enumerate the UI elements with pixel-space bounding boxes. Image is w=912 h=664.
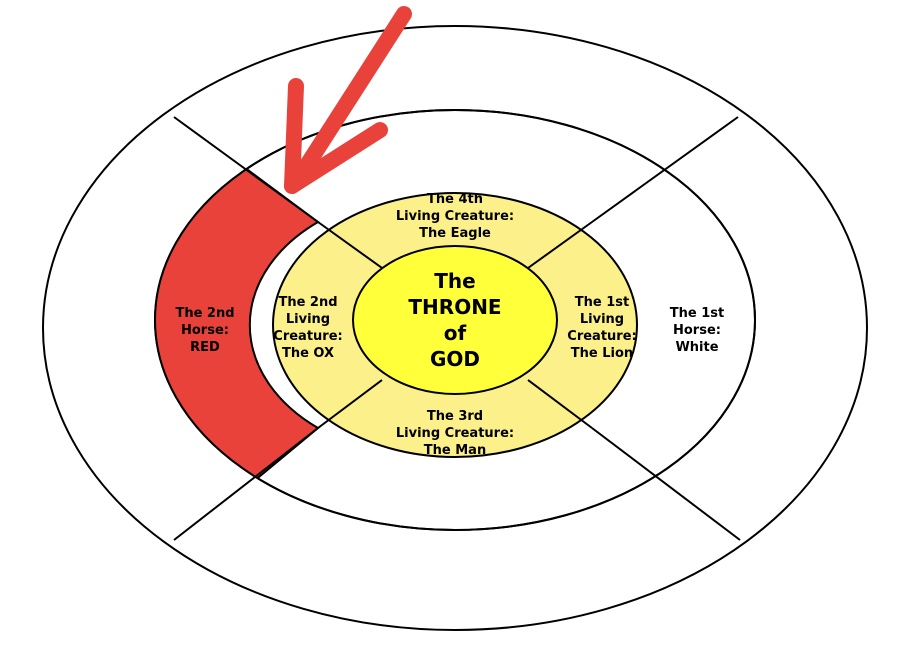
inner-divider-upper-right — [527, 221, 593, 269]
divider-upper-left — [173, 116, 319, 223]
second-creature-line-3: Creature: — [273, 329, 343, 344]
first-creature-line-3: Creature: — [567, 329, 637, 344]
first-horse-label: The 1st Horse: White — [652, 305, 742, 356]
third-creature-label: The 3rd Living Creature: The Man — [375, 408, 535, 459]
fourth-creature-label: The 4th Living Creature: The Eagle — [375, 191, 535, 242]
divider-lower-left — [173, 427, 319, 541]
second-creature-line-4: The OX — [281, 346, 335, 361]
throne-line-2: THRONE — [408, 295, 502, 319]
red-horse-segment — [155, 169, 320, 487]
inner-divider-lower-left — [317, 379, 383, 429]
first-horse-line-2: Horse: — [673, 323, 721, 338]
third-creature-line-1: The 3rd — [426, 409, 484, 424]
first-creature-line-1: The 1st — [574, 295, 630, 310]
second-creature-line-1: The 2nd — [278, 295, 338, 310]
fourth-creature-line-3: The Eagle — [419, 226, 491, 241]
third-creature-line-3: The Man — [423, 443, 487, 458]
second-horse-line-1: The 2nd — [175, 306, 235, 321]
throne-label: The THRONE of GOD — [395, 268, 515, 372]
third-creature-line-2: Living Creature: — [395, 426, 515, 441]
first-horse-line-3: White — [675, 340, 719, 355]
second-creature-line-2: Living — [285, 312, 331, 327]
second-horse-line-2: Horse: — [181, 323, 229, 338]
throne-line-3: of — [443, 321, 467, 345]
throne-line-1: The — [434, 269, 476, 293]
second-horse-label: The 2nd Horse: RED — [160, 305, 250, 356]
arrow-icon — [284, 6, 412, 194]
divider-lower-right — [591, 427, 741, 541]
first-creature-label: The 1st Living Creature: The Lion — [552, 294, 652, 362]
inner-divider-lower-right — [527, 379, 593, 429]
first-creature-line-2: Living — [579, 312, 625, 327]
divider-upper-right — [591, 116, 739, 223]
throne-center — [352, 245, 558, 395]
first-creature-line-4: The Lion — [570, 346, 634, 361]
fourth-creature-line-2: Living Creature: — [395, 209, 515, 224]
fourth-creature-line-1: The 4th — [427, 192, 483, 207]
second-horse-line-3: RED — [190, 340, 220, 355]
middle-ring-outline — [154, 109, 756, 531]
throne-line-4: GOD — [429, 347, 481, 371]
inner-divider-upper-left — [317, 221, 383, 269]
second-creature-label: The 2nd Living Creature: The OX — [258, 294, 358, 362]
first-horse-line-1: The 1st — [669, 306, 725, 321]
